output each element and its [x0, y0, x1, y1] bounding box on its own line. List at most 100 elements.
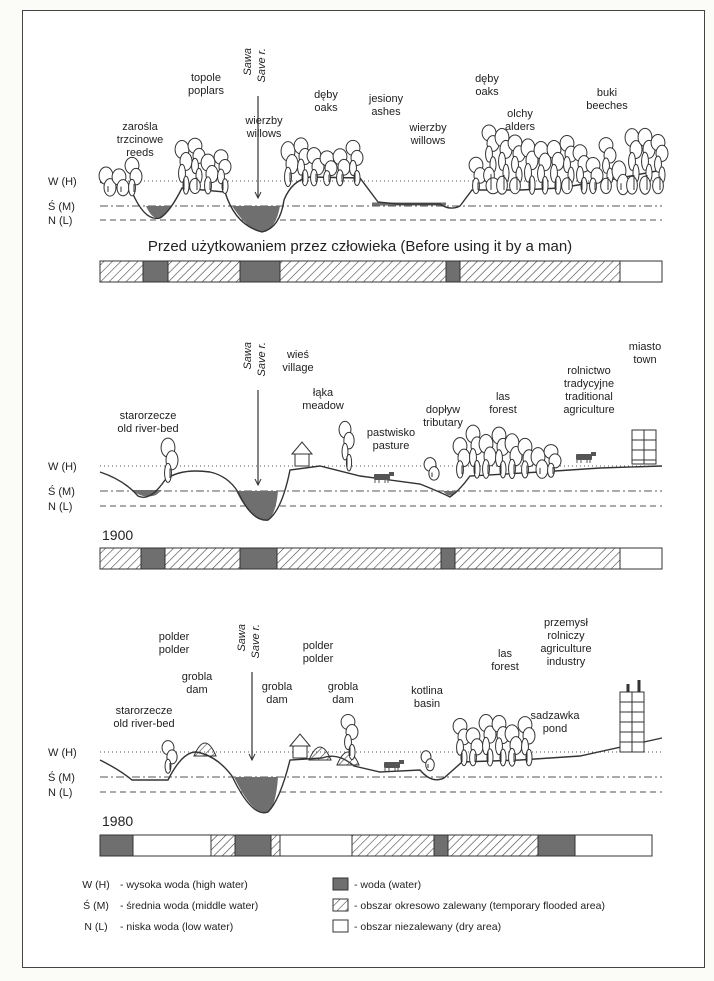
landuse-bar-segment [140, 547, 166, 570]
landuse-bar-segment [239, 260, 281, 283]
label-dam-3: dam [332, 694, 353, 706]
legend-level-key: W (H) [82, 879, 109, 891]
level-label-low: N (L) [48, 501, 72, 513]
label-reeds: trzcinowe [117, 134, 163, 146]
tree-crown [521, 737, 529, 756]
label-tributary: dopływ [426, 404, 460, 416]
tree-crown [349, 159, 357, 176]
tree-crown [639, 175, 651, 195]
tree-crown [652, 177, 664, 195]
river-arrow-head [254, 191, 262, 200]
ground-profile [99, 169, 663, 233]
tree-crown [602, 157, 610, 174]
tree-crown [217, 168, 225, 185]
landuse-bar-segment [440, 547, 456, 570]
river-arrow-head [248, 753, 256, 762]
tree-crown [511, 155, 519, 173]
label-pond: pond [543, 723, 567, 735]
label-willows-2: willows [410, 135, 446, 147]
landuse-bar-segment [619, 260, 663, 283]
tree-crown [495, 737, 503, 756]
label-dam-3: grobla [328, 681, 359, 693]
label-tributary: tributary [423, 417, 463, 429]
river-name-en: Save r. [250, 624, 262, 658]
label-old-river-bed: old river-bed [113, 718, 174, 730]
tree-crown [561, 177, 573, 195]
label-meadow: meadow [302, 400, 344, 412]
label-oaks-2: oaks [475, 86, 499, 98]
tree-crown [297, 158, 305, 176]
label-ashes: ashes [371, 106, 401, 118]
tree-crown [535, 459, 549, 479]
label-traditional-agriculture: tradycyjne [564, 378, 614, 390]
label-agriculture-industry: agriculture [540, 643, 591, 655]
landuse-bar-segment [132, 834, 212, 857]
panel-year: 1900 [102, 527, 133, 543]
landuse-bar-segment [574, 834, 653, 857]
landuse-bar-segment [99, 260, 144, 283]
label-oaks: dęby [314, 89, 338, 101]
dam-mound [336, 751, 360, 766]
river-name-pl: Sawa [242, 48, 254, 76]
level-label-low: N (L) [48, 787, 72, 799]
label-polder-2: polder [303, 653, 334, 665]
label-pasture: pasture [373, 440, 410, 452]
river-name-pl: Sawa [236, 624, 248, 652]
tree-crown [654, 155, 662, 173]
river-name-pl: Sawa [242, 342, 254, 370]
label-alders: olchy [507, 108, 533, 120]
landuse-bar-segment [454, 547, 621, 570]
level-label-high: W (H) [48, 176, 77, 188]
label-poplars: poplars [188, 85, 225, 97]
panel-title: Przed użytkowaniem przez człowieka (Befo… [148, 238, 572, 255]
label-forest: forest [491, 661, 519, 673]
level-label-high: W (H) [48, 747, 77, 759]
legend-area-text: - obszar okresowo zalewany (temporary fl… [354, 900, 605, 912]
landuse-bar-segment [270, 834, 281, 857]
house-icon [292, 745, 308, 759]
label-traditional-agriculture: rolnictwo [567, 365, 610, 377]
label-old-river-bed: starorzecze [116, 705, 173, 717]
label-agriculture-industry: industry [547, 656, 586, 668]
tree-crown [103, 178, 117, 197]
level-label-high: W (H) [48, 461, 77, 473]
tree-crown [191, 157, 199, 174]
label-basin: kotlina [411, 685, 444, 697]
legend-area-text: - obszar niezalewany (dry area) [354, 921, 501, 933]
label-polder: polder [159, 631, 190, 643]
legend-level-text: - niska woda (low water) [120, 921, 233, 933]
label-willows: willows [246, 128, 282, 140]
landuse-bar-segment [351, 834, 435, 857]
legend-level-text: - średnia woda (middle water) [120, 900, 258, 912]
cow-icon [374, 474, 390, 480]
label-willows-2: wierzby [408, 122, 447, 134]
label-meadow: łąka [313, 387, 334, 399]
label-oaks: oaks [314, 102, 338, 114]
legend-level-key: N (L) [84, 921, 107, 933]
landuse-bar-segment [447, 834, 539, 857]
label-willows: wierzby [244, 115, 283, 127]
level-label-middle: Ś (M) [48, 200, 75, 213]
label-ashes: jesiony [368, 93, 404, 105]
landuse-bar-segment [445, 260, 461, 283]
tree-crown [116, 179, 130, 197]
water-tributary [443, 491, 458, 496]
river-name-en: Save r. [256, 342, 268, 376]
tree-crown [428, 466, 440, 481]
cow-icon [384, 762, 400, 768]
landuse-bar-segment [99, 834, 134, 857]
tree-crown [600, 177, 612, 195]
water-river [232, 206, 280, 233]
legend-swatch-dry [332, 919, 349, 933]
cow-head-icon [399, 760, 404, 764]
water-river [234, 777, 278, 813]
landuse-bar-segment [167, 260, 241, 283]
label-poplars: topole [191, 72, 221, 84]
dam-mound [308, 746, 332, 761]
legend-area-text: - woda (water) [354, 879, 421, 891]
level-label-low: N (L) [48, 215, 72, 227]
tree-crown [626, 175, 638, 195]
level-label-middle: Ś (M) [48, 485, 75, 498]
